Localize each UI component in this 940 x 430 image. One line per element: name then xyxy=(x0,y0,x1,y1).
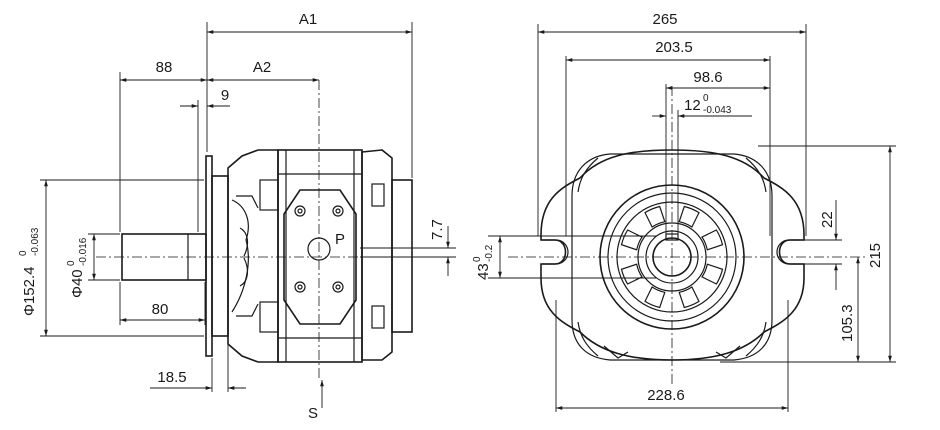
pump-body xyxy=(277,149,363,363)
dim-18-5: 18.5 xyxy=(157,369,186,386)
dim-12-main: 12 xyxy=(684,97,701,114)
bearing-spoke xyxy=(620,263,643,285)
port-p-label: P xyxy=(335,231,345,248)
dim-152-sup: 0 xyxy=(18,250,29,256)
dim-12-sup: 0 xyxy=(703,93,709,104)
dim-98-6: 98.6 xyxy=(693,69,722,86)
dim-9: 9 xyxy=(221,87,229,104)
dim-265: 265 xyxy=(652,11,677,28)
dim-a2: A2 xyxy=(253,59,271,76)
pressure-port-flange xyxy=(283,189,357,325)
dim-22: 22 xyxy=(819,211,836,228)
dim-88: 88 xyxy=(156,59,173,76)
bearing-spoke xyxy=(701,263,724,285)
dim-203-5: 203.5 xyxy=(655,39,693,56)
left-mount-slot xyxy=(541,239,569,265)
dim-12-sub: -0.043 xyxy=(703,105,732,116)
dim-152-sub: -0.063 xyxy=(30,227,41,256)
dim-228-6: 228.6 xyxy=(647,387,685,404)
dim-40-main: Φ40 xyxy=(69,269,86,298)
dim-40-sup: 0 xyxy=(66,260,77,266)
front-flange-outline xyxy=(540,149,805,361)
dim-105-3: 105.3 xyxy=(839,304,856,342)
bearing-spoke xyxy=(620,229,643,251)
mounting-flange xyxy=(205,155,229,357)
rear-cover xyxy=(361,149,413,361)
dim-a1: A1 xyxy=(299,11,317,28)
side-extension-lines xyxy=(40,22,456,392)
dim-40-sub: -0.016 xyxy=(78,237,89,266)
dim-43-sup: 0 xyxy=(472,256,483,262)
port-s-label: S xyxy=(308,405,318,422)
dim-80: 80 xyxy=(152,301,169,318)
port-bolts xyxy=(294,205,344,293)
bearing-spokes xyxy=(620,205,724,309)
side-view: A1 A2 88 9 80 18.5 Φ152.4 0 -0.063 Φ40 0… xyxy=(18,11,456,422)
dim-7-7: 7.7 xyxy=(429,219,446,240)
dim-152-main: Φ152.4 xyxy=(21,266,38,316)
bearing-spoke xyxy=(678,205,700,228)
dim-43-main: 43 xyxy=(475,263,492,280)
bearing-spoke xyxy=(644,205,666,228)
front-body-square xyxy=(571,153,773,361)
bearing-spoke xyxy=(644,286,666,309)
bearing-spoke xyxy=(701,229,724,251)
dim-215: 215 xyxy=(867,243,884,268)
front-cover xyxy=(227,149,279,363)
front-view: 265 203.5 98.6 12 0 -0.043 43 0 -0.2 22 … xyxy=(472,11,896,412)
front-extension-lines xyxy=(488,24,896,412)
dim-43-sub: -0.2 xyxy=(484,244,495,262)
right-mount-slot xyxy=(776,239,804,265)
bearing-spoke xyxy=(678,286,700,309)
